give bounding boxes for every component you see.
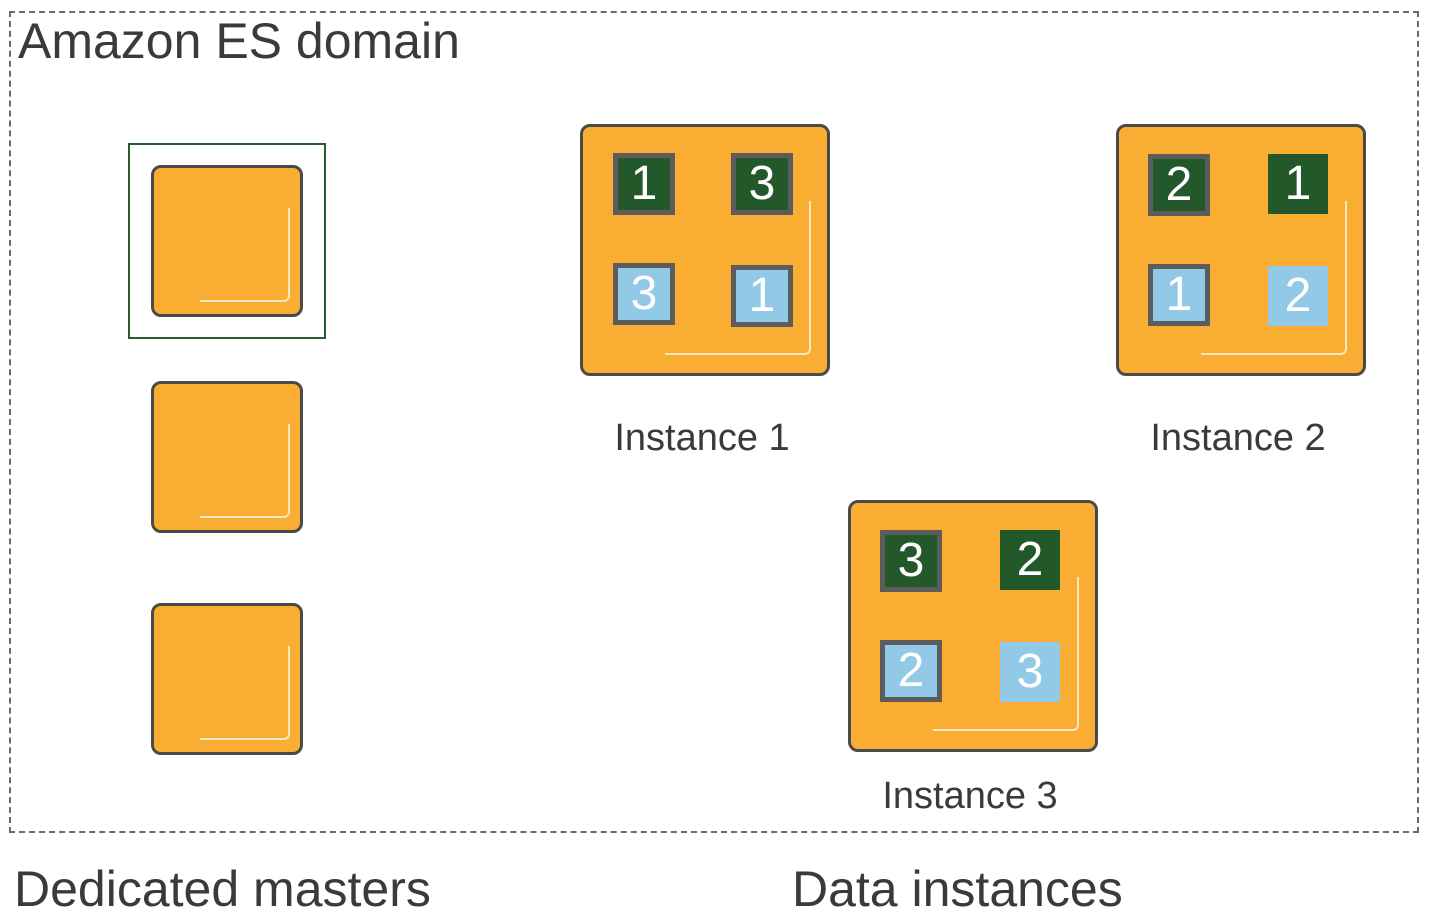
primary-shard: 2 xyxy=(1000,530,1060,590)
primary-shard: 1 xyxy=(1268,154,1328,214)
active-master-highlight xyxy=(128,143,326,339)
instance-2-label: Instance 2 xyxy=(1150,417,1326,459)
replica-shard: 3 xyxy=(613,263,675,325)
primary-shard: 2 xyxy=(1148,154,1210,216)
instance-1-label: Instance 1 xyxy=(614,417,790,459)
data-instance-3: 3 2 2 3 xyxy=(848,500,1098,752)
domain-boundary xyxy=(9,11,1419,833)
replica-shard: 1 xyxy=(1148,264,1210,326)
replica-shard: 2 xyxy=(880,640,942,702)
data-instance-2: 2 1 1 2 xyxy=(1116,124,1366,376)
primary-shard: 3 xyxy=(731,153,793,215)
primary-shard: 3 xyxy=(880,530,942,592)
master-node xyxy=(151,165,303,317)
data-instances-label: Data instances xyxy=(792,861,1123,917)
master-node xyxy=(151,381,303,533)
replica-shard: 1 xyxy=(731,265,793,327)
replica-shard: 2 xyxy=(1268,266,1328,326)
dedicated-masters-label: Dedicated masters xyxy=(14,861,431,917)
master-node xyxy=(151,603,303,755)
domain-title: Amazon ES domain xyxy=(18,13,460,69)
primary-shard: 1 xyxy=(613,153,675,215)
replica-shard: 3 xyxy=(1000,642,1060,702)
instance-3-label: Instance 3 xyxy=(882,775,1058,817)
data-instance-1: 1 3 3 1 xyxy=(580,124,830,376)
